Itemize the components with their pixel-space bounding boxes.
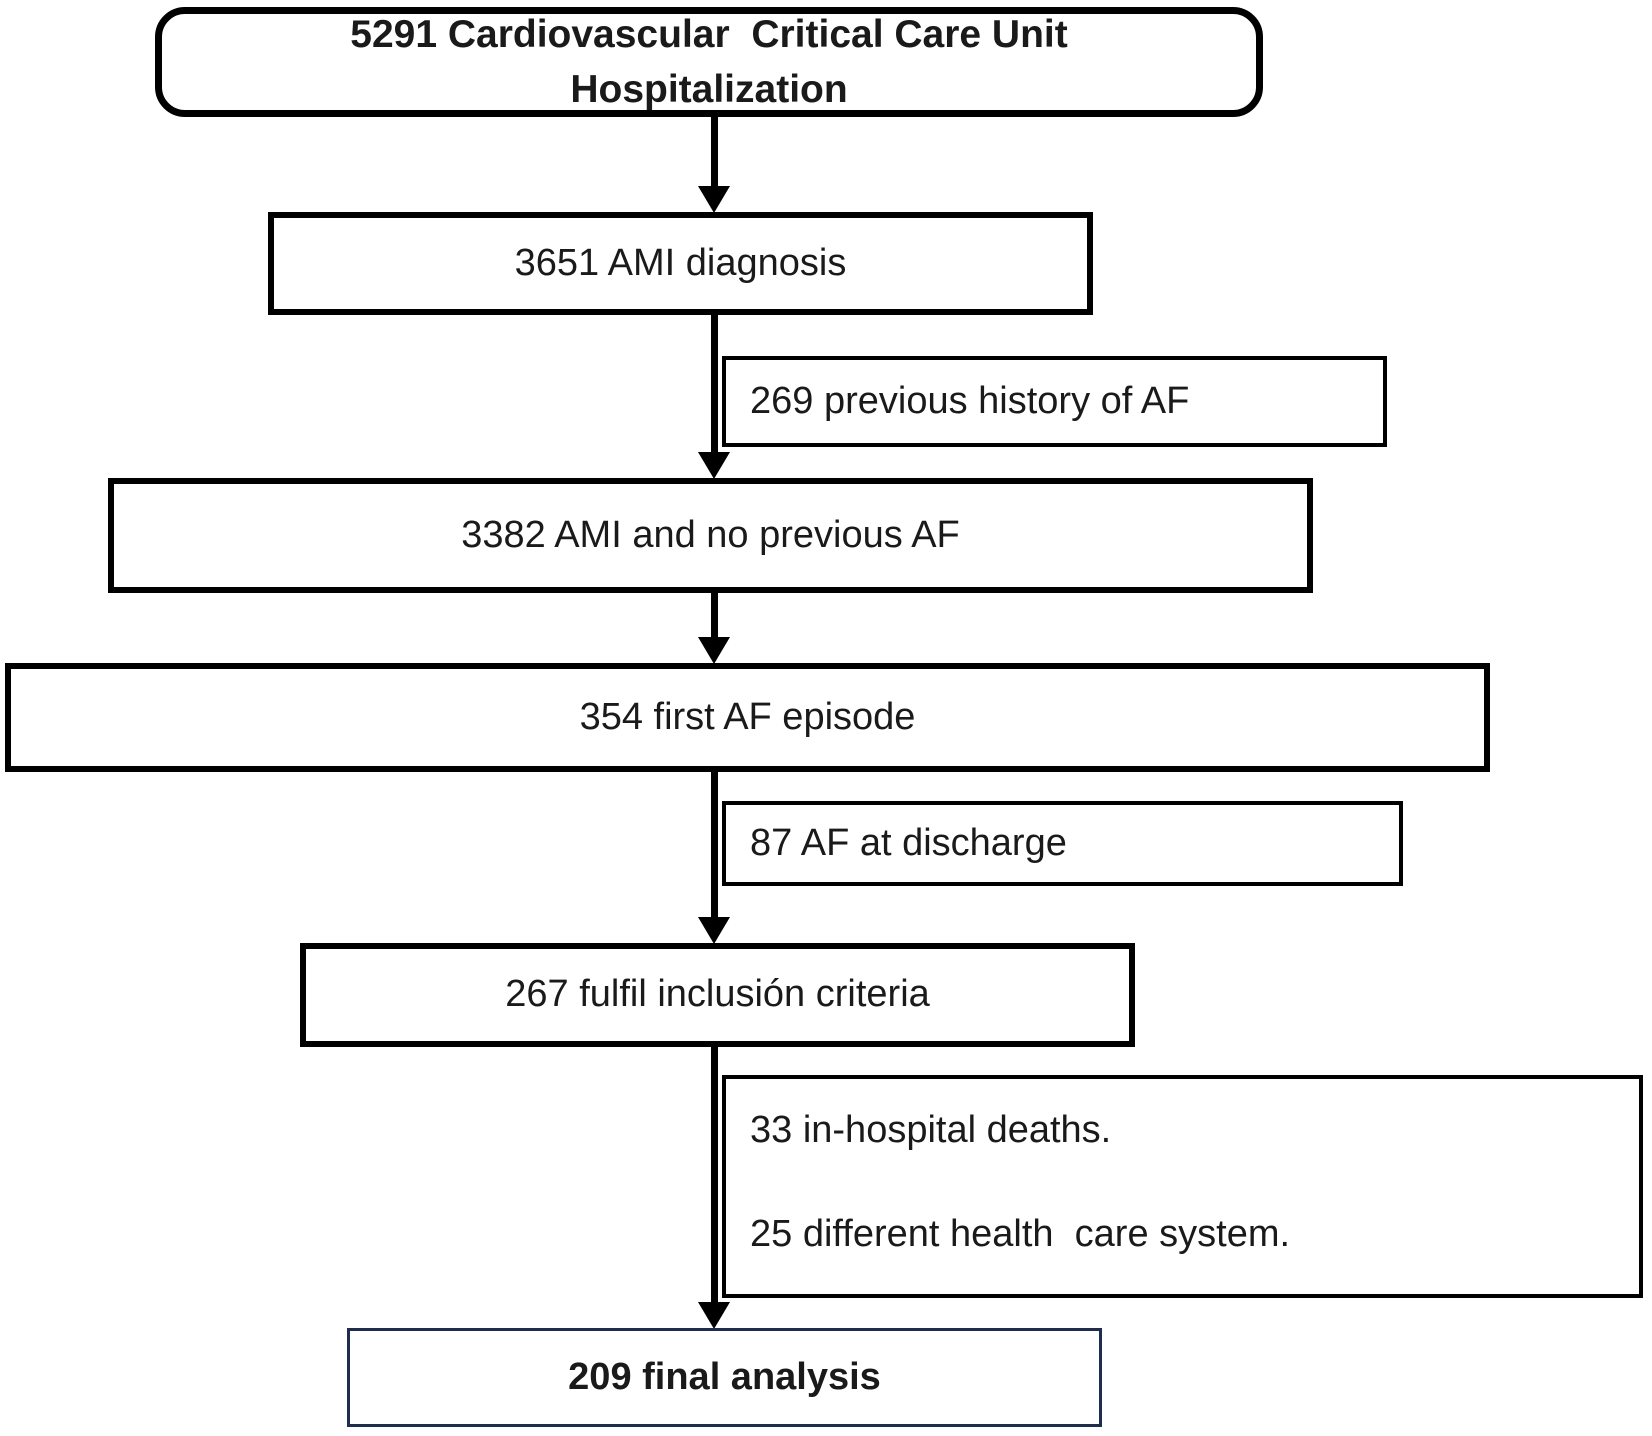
flow-box-ami-diagnosis: 3651 AMI diagnosis xyxy=(268,212,1093,315)
exclusion-box-af-history-label: 269 previous history of AF xyxy=(750,379,1190,422)
flow-box-no-previous-af-label: 3382 AMI and no previous AF xyxy=(461,513,960,556)
exclusion-health-system-label: 25 different health care system. xyxy=(750,1212,1291,1255)
flow-box-final-analysis-label: 209 final analysis xyxy=(568,1355,881,1398)
flow-box-final-analysis: 209 final analysis xyxy=(347,1328,1102,1427)
flow-box-inclusion-criteria-label: 267 fulfil inclusión criteria xyxy=(505,973,930,1016)
flow-box-inclusion-criteria: 267 fulfil inclusión criteria xyxy=(300,943,1135,1047)
exclusion-box-af-discharge-label: 87 AF at discharge xyxy=(750,821,1067,864)
flow-box-no-previous-af: 3382 AMI and no previous AF xyxy=(108,478,1313,593)
down-arrow-1-stem xyxy=(711,117,718,187)
exclusion-box-af-history: 269 previous history of AF xyxy=(722,356,1387,447)
exclusion-box-deaths-system: 33 in-hospital deaths. 25 different heal… xyxy=(722,1075,1643,1298)
down-arrow-2-stem xyxy=(711,315,718,453)
flow-box-hospitalizations: 5291 Cardiovascular Critical Care Unit H… xyxy=(155,7,1263,117)
down-arrow-2-head xyxy=(698,452,730,479)
down-arrow-4-stem xyxy=(711,772,718,918)
exclusion-box-af-discharge: 87 AF at discharge xyxy=(722,801,1403,886)
down-arrow-1-head xyxy=(698,186,730,213)
down-arrow-4-head xyxy=(698,917,730,944)
flow-box-first-af-episode-label: 354 first AF episode xyxy=(579,695,916,738)
flow-box-hospitalizations-line2: Hospitalization xyxy=(570,68,848,111)
down-arrow-3-head xyxy=(698,637,730,664)
down-arrow-3-stem xyxy=(711,593,718,638)
exclusion-deaths-label: 33 in-hospital deaths. xyxy=(750,1109,1112,1151)
down-arrow-5-stem xyxy=(711,1047,718,1303)
down-arrow-5-head xyxy=(698,1302,730,1329)
flow-box-ami-diagnosis-label: 3651 AMI diagnosis xyxy=(514,241,847,284)
flow-box-first-af-episode: 354 first AF episode xyxy=(5,663,1490,772)
flow-box-hospitalizations-line1: 5291 Cardiovascular Critical Care Unit xyxy=(350,12,1068,56)
